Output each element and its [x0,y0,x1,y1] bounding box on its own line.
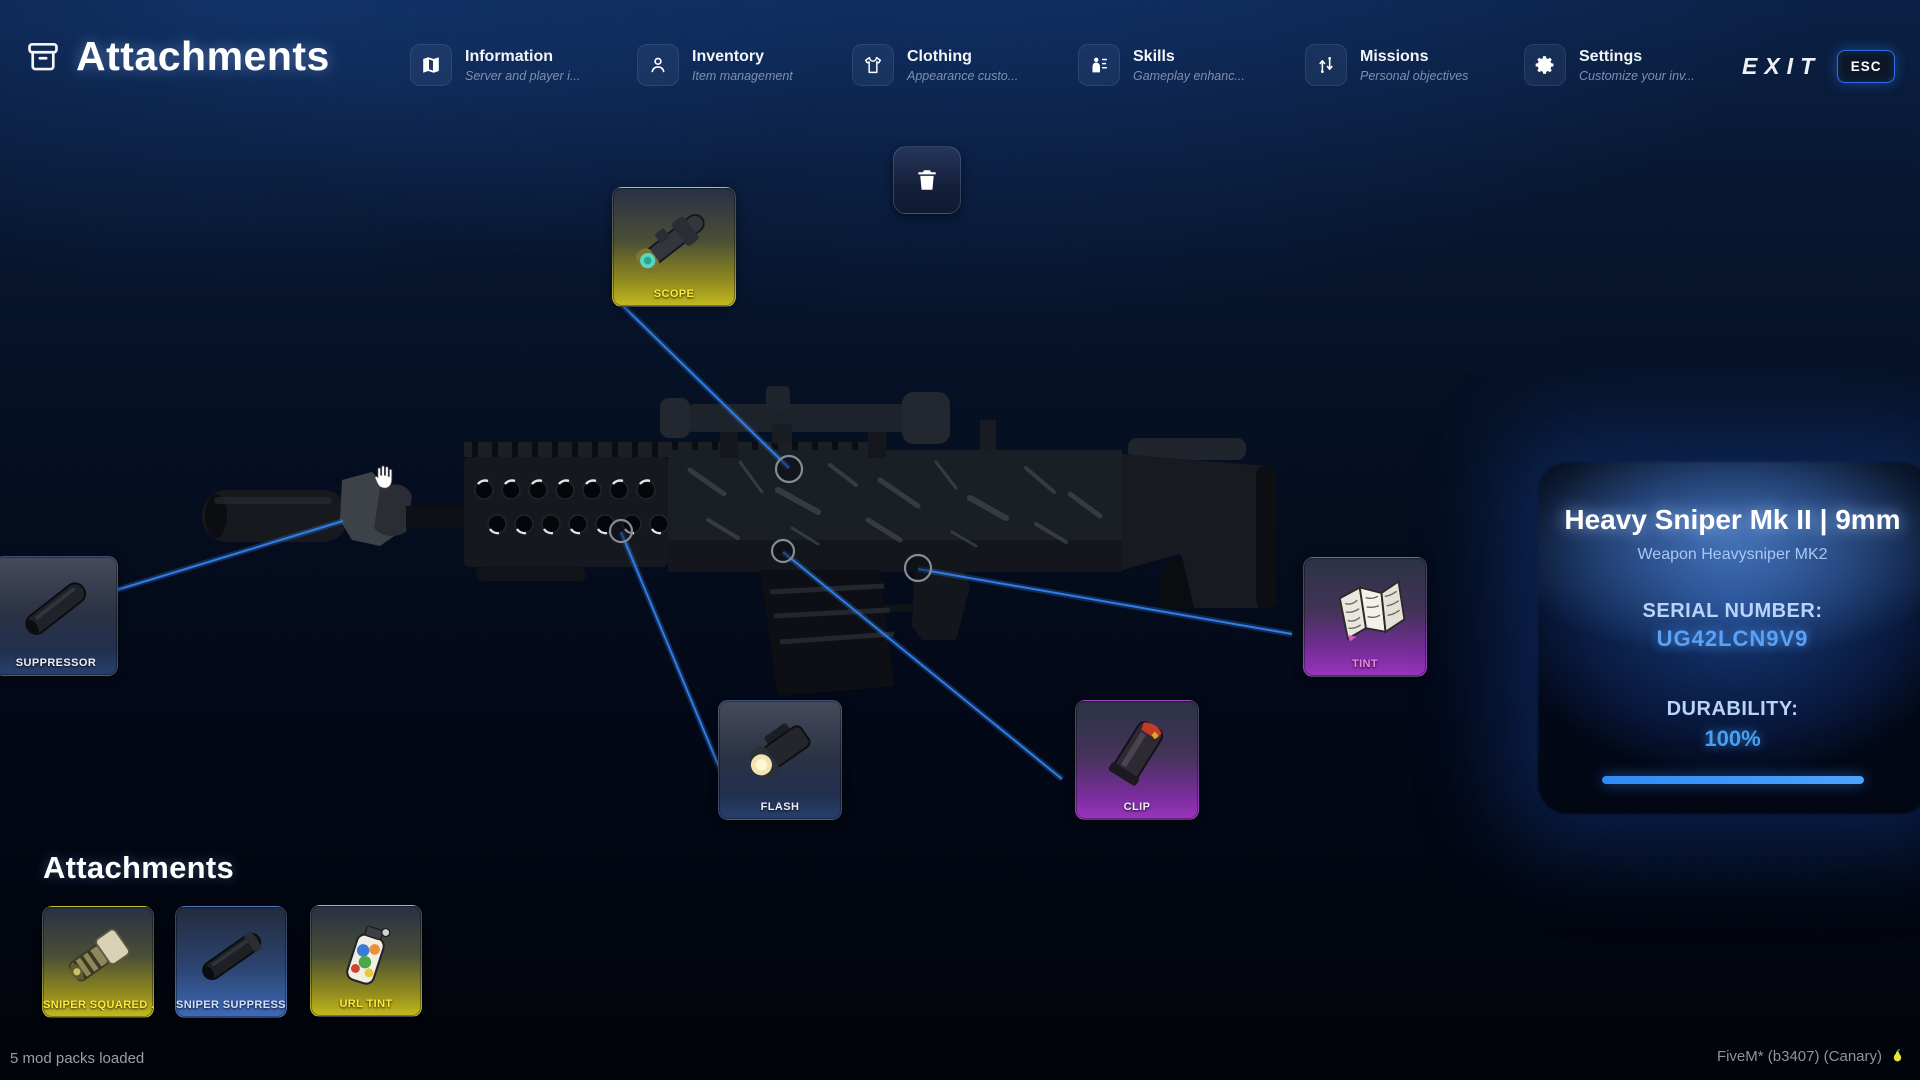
nav-label: Information [465,48,553,65]
weapon-render[interactable] [180,370,1300,700]
mod-packs-status: 5 mod packs loaded [10,1050,145,1067]
page-title-block: Attachments [24,33,330,80]
esc-button[interactable]: ESC [1837,50,1896,83]
weapon-title: Heavy Sniper Mk II | 9mm [1564,504,1901,535]
slot-card-scope[interactable]: SCOPE [612,187,736,307]
nav-label: Missions [1360,48,1429,65]
shirt-icon [852,44,894,86]
missions-icon [1305,44,1347,86]
slot-label: CLIP [1123,801,1151,813]
nav-subtitle: Server and player i... [465,69,581,83]
nav-label: Clothing [907,48,972,65]
inventory-item-sniper-squared[interactable]: SNIPER SQUARED ... [42,906,154,1018]
tint-item-art [1338,579,1406,642]
magazine-item-art [1108,721,1164,786]
suppressor-item-art [202,930,262,980]
skills-icon [1078,44,1120,86]
inventory-item-url-tint[interactable]: URL TINT [310,905,422,1017]
pear-icon [1893,1049,1902,1062]
gear-icon [1524,44,1566,86]
slot-card-tint[interactable]: TINT [1303,557,1427,677]
suppressor-item-art [25,582,87,635]
slot-label: TINT [1351,658,1379,670]
spray-can-item-art [346,925,391,985]
slot-label: SCOPE [653,288,695,300]
scope-item-art [635,213,705,273]
page-title: Attachments [76,33,330,79]
weapon-subtitle: Weapon Heavysniper MK2 [1637,546,1828,563]
trash-icon [918,170,936,190]
slot-card-suppressor[interactable]: SUPPRESSOR [0,556,118,676]
durability-fill [1601,776,1864,784]
build-info: FiveM* (b3407) (Canary) [1717,1048,1906,1065]
remove-attachment-button[interactable] [893,146,961,214]
exit-label[interactable]: EXIT [1742,53,1822,79]
inventory-item-label: URL TINT [339,998,393,1010]
person-icon [637,44,679,86]
slot-label: SUPPRESSOR [15,657,97,669]
nav-item-skills[interactable]: Skills Gameplay enhanc... [1078,44,1245,86]
nav-subtitle: Item management [692,69,793,83]
durability-label: DURABILITY: [1666,698,1799,720]
muzzle-brake-item-art [69,928,130,981]
nav-label: Settings [1579,48,1643,65]
inventory-item-sniper-suppressor[interactable]: SNIPER SUPPRESS... [175,906,287,1018]
serial-number-value: UG42LCN9V9 [1656,626,1809,651]
flashlight-item-art [750,723,811,779]
durability-bar [1601,776,1864,784]
build-info-text: FiveM* (b3407) (Canary) [1716,1048,1882,1065]
nav-item-inventory[interactable]: Inventory Item management [637,44,793,86]
serial-number-label: SERIAL NUMBER: [1642,600,1823,622]
nav-subtitle: Customize your inv... [1579,69,1695,83]
nav-subtitle: Personal objectives [1360,69,1469,83]
durability-value: 100% [1704,726,1761,751]
inventory-item-label: SNIPER SUPPRESS... [176,999,286,1011]
inventory-item-label: SNIPER SQUARED ... [43,999,153,1011]
attachments-section-heading: Attachments [43,850,235,885]
slot-card-clip[interactable]: CLIP [1075,700,1199,820]
nav-item-settings[interactable]: Settings Customize your inv... [1524,44,1695,86]
nav-item-clothing[interactable]: Clothing Appearance custo... [852,44,1018,86]
archive-box-icon [28,42,58,70]
nav-subtitle: Gameplay enhanc... [1133,69,1245,83]
nav-subtitle: Appearance custo... [907,69,1019,83]
slot-label: FLASH [760,801,800,813]
weapon-info-panel: Heavy Sniper Mk II | 9mm Weapon Heavysni… [1545,492,1920,784]
nav-item-information[interactable]: Information Server and player i... [410,44,580,86]
map-icon [410,44,452,86]
nav-label: Skills [1133,48,1175,65]
nav-label: Inventory [692,48,765,65]
nav-item-missions[interactable]: Missions Personal objectives [1305,44,1468,86]
slot-card-flash[interactable]: FLASH [718,700,842,820]
exit-control: EXIT ESC [1742,50,1896,83]
